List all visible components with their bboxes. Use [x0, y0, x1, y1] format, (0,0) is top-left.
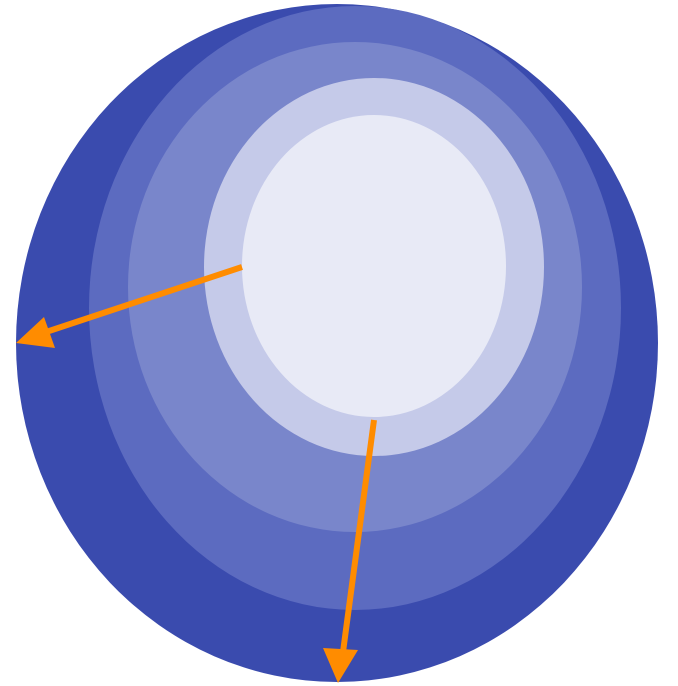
ellipse-layers: [16, 4, 658, 682]
core: [242, 115, 506, 417]
